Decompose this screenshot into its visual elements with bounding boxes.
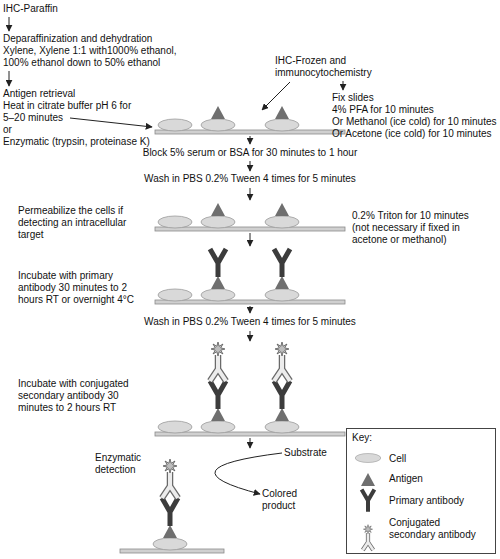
flow-arrow xyxy=(9,71,10,86)
legend-sample xyxy=(361,473,375,486)
flow-arrow xyxy=(250,136,251,144)
step-text: Incubate with primary antibody 30 minute… xyxy=(18,270,150,306)
step-text-block: Wash in PBS 0.2% Tween 4 times for 5 min… xyxy=(120,316,380,328)
key-box: Key: CellAntigenPrimary antibodyConjugate… xyxy=(346,428,496,554)
step-text-block: Antigen retrievalHeat in citrate buffer … xyxy=(3,88,173,148)
cell-symbol xyxy=(201,119,235,131)
cell-symbol xyxy=(158,216,192,228)
step-text: Enzymatic detection xyxy=(95,452,153,476)
flow-arrow xyxy=(9,17,10,31)
cell-symbol xyxy=(158,289,192,301)
cell-symbol xyxy=(158,119,192,131)
antigen-symbol xyxy=(275,203,289,216)
cell-symbol xyxy=(201,216,235,228)
step-text-block: Permeabilize the cells if detecting an i… xyxy=(18,205,153,241)
primary-antibody-symbol xyxy=(274,249,290,277)
flow-arrow xyxy=(250,438,251,448)
step-text: Key: xyxy=(352,432,490,444)
cell-symbol xyxy=(265,289,299,301)
step-heading: Antigen retrieval xyxy=(3,88,173,100)
flow-arrow xyxy=(250,233,251,246)
primary-antibody-symbol xyxy=(210,381,226,409)
step-text: Heat in citrate buffer pH 6 for 5–20 min… xyxy=(3,100,138,124)
antigen-symbol xyxy=(211,203,225,216)
antigen-symbol xyxy=(211,106,225,119)
antigen-symbol xyxy=(163,525,177,538)
step-text: IHC-Paraffin xyxy=(3,3,103,15)
legend-sample xyxy=(363,525,373,550)
step-text-block: Enzymatic detection xyxy=(95,452,153,476)
flow-arrow xyxy=(250,161,251,171)
step-text-block: Incubate with primary antibody 30 minute… xyxy=(18,270,150,306)
step-text: Permeabilize the cells if detecting an i… xyxy=(18,205,153,241)
step-text: IHC-Frozen and immunocytochemistry xyxy=(275,55,380,79)
primary-antibody-symbol xyxy=(274,381,290,409)
step-text: Wash in PBS 0.2% Tween 4 times for 5 min… xyxy=(120,316,380,328)
antigen-symbol xyxy=(275,276,289,289)
cell-symbol xyxy=(153,538,187,550)
secondary-antibody-symbol xyxy=(162,459,178,498)
note-text-block: 0.2% Triton for 10 minutes (not necessar… xyxy=(352,210,487,246)
legend-sample xyxy=(355,454,381,463)
cell-symbol xyxy=(265,119,299,131)
cell-symbol xyxy=(201,421,235,433)
flow-arrow xyxy=(250,331,251,341)
primary-antibody-symbol xyxy=(210,249,226,277)
step-text: 0.2% Triton for 10 minutes (not necessar… xyxy=(352,210,487,246)
step-text: Enzymatic (trypsin, proteinase K) xyxy=(3,136,173,148)
cell-symbol xyxy=(265,421,299,433)
antigen-symbol xyxy=(211,276,225,289)
step-text: Block 5% serum or BSA for 30 minutes to … xyxy=(120,147,380,159)
step-text-block: Colored product xyxy=(262,488,312,512)
legend-text: Primary antibody xyxy=(389,495,464,507)
secondary-antibody-symbol xyxy=(210,342,226,381)
step-text: Substrate xyxy=(284,447,344,459)
cell-symbol xyxy=(158,421,192,433)
antigen-symbol xyxy=(275,408,289,421)
antigen-symbol xyxy=(275,106,289,119)
step-text: Or Acetone (ice cold) for 10 minutes xyxy=(332,128,500,140)
legend-text: Conjugated secondary antibody xyxy=(389,517,481,541)
step-text: or xyxy=(3,124,173,136)
step-text-block: Substrate xyxy=(284,447,344,459)
step-text-block: Block 5% serum or BSA for 30 minutes to … xyxy=(120,147,380,159)
antigen-symbol xyxy=(211,408,225,421)
start-label: IHC-Paraffin xyxy=(3,3,103,15)
secondary-antibody-symbol xyxy=(274,342,290,381)
flow-arrow xyxy=(70,118,152,127)
step-text: 4% PFA for 10 minutes xyxy=(332,104,500,116)
step-heading: Deparaffinization and dehydration xyxy=(3,33,193,45)
flow-arrow xyxy=(262,82,290,110)
step-text: Wash in PBS 0.2% Tween 4 times for 5 min… xyxy=(120,173,380,185)
flow-arrow xyxy=(215,453,282,494)
step-text: Xylene, Xylene 1:1 with1000% ethanol, 10… xyxy=(3,45,183,69)
flow-arrow xyxy=(250,188,251,200)
step-text-block: Deparaffinization and dehydrationXylene,… xyxy=(3,33,193,69)
step-text: Incubate with conjugated secondary antib… xyxy=(18,378,150,414)
step-text-block: Fix slides4% PFA for 10 minutesOr Methan… xyxy=(332,92,500,140)
step-text-block: Incubate with conjugated secondary antib… xyxy=(18,378,150,414)
cell-symbol xyxy=(201,289,235,301)
step-text: Colored product xyxy=(262,488,312,512)
start-label: IHC-Frozen and immunocytochemistry xyxy=(275,55,380,79)
legend-text: Antigen xyxy=(389,473,423,485)
step-text: Or Methanol (ice cold) for 10 minutes xyxy=(332,116,500,128)
legend-sample xyxy=(362,489,375,511)
step-text-block: Wash in PBS 0.2% Tween 4 times for 5 min… xyxy=(120,173,380,185)
flow-arrow xyxy=(343,81,344,90)
flow-arrow xyxy=(250,306,251,313)
legend-text: Cell xyxy=(389,453,406,465)
cell-symbol xyxy=(265,216,299,228)
primary-antibody-symbol xyxy=(162,498,178,526)
step-heading: Fix slides xyxy=(332,92,500,104)
